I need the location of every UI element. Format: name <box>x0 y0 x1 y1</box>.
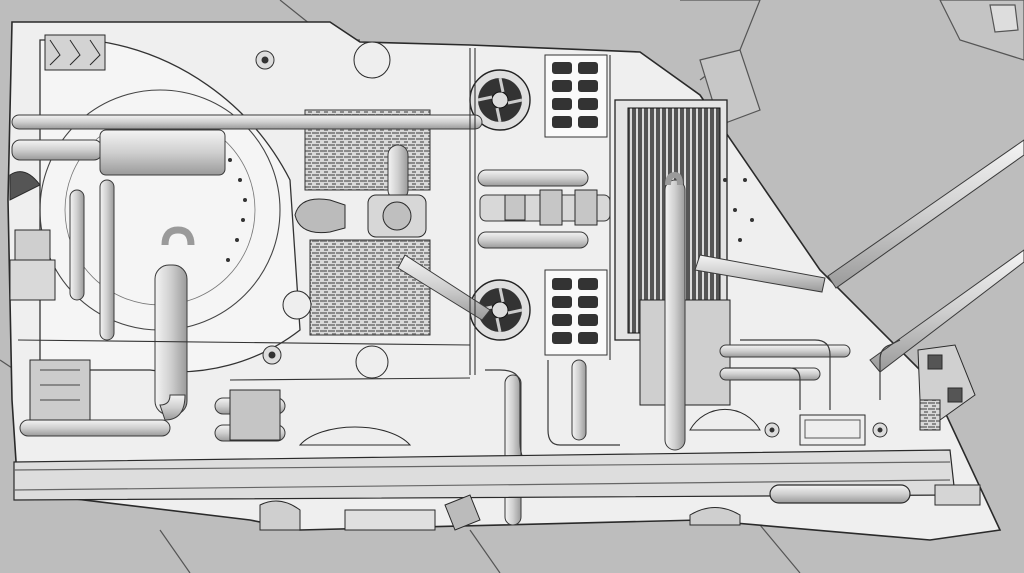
gear-icon <box>255 50 888 438</box>
center-machinery <box>229 41 866 446</box>
pipe-elbows <box>161 171 901 471</box>
fan-icon <box>469 279 531 341</box>
frame-lines <box>17 48 611 381</box>
bolt-icon <box>226 158 754 262</box>
right-equipment <box>917 344 976 431</box>
pipes-vertical <box>69 144 686 526</box>
grille-slots <box>552 62 598 344</box>
bottom-equipment <box>259 408 981 531</box>
pipes-diagonal <box>159 139 1024 421</box>
left-equipment <box>9 34 106 421</box>
fan-icon <box>469 69 531 131</box>
